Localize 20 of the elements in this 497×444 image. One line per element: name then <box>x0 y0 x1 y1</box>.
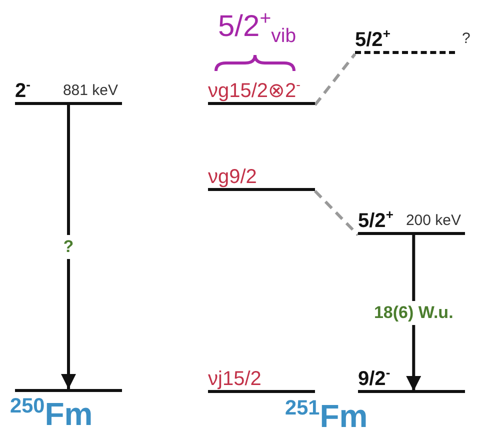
level-label: νg15/2⊗2$^{-}$ <box>208 80 301 102</box>
edge-label: ? <box>63 235 74 259</box>
nucleus-label: $^{251}$Fm <box>285 398 368 435</box>
level-label: νg9/2 <box>208 166 257 188</box>
energy-level <box>358 208 465 235</box>
nucleus-label: $^{250}$Fm <box>10 396 93 433</box>
level-label: 2$^{-}$ <box>15 80 30 102</box>
energy-label: 881 keV <box>62 82 118 101</box>
connector-line <box>314 190 360 236</box>
connector-line <box>314 53 356 106</box>
level-label: 5/2$^{+}$ <box>355 29 390 51</box>
level-label: 9/2$^{-}$ <box>358 368 390 390</box>
edge-label: 18(6) W.u. <box>374 301 454 325</box>
level-label: 5/2$^{+}$ <box>358 210 394 232</box>
energy-label: 200 keV <box>406 212 461 231</box>
energy-level <box>15 389 122 392</box>
energy-label: ? <box>462 30 470 48</box>
level-label: νj15/2 <box>208 368 262 390</box>
arrow <box>61 105 76 389</box>
energy-level <box>355 27 455 54</box>
